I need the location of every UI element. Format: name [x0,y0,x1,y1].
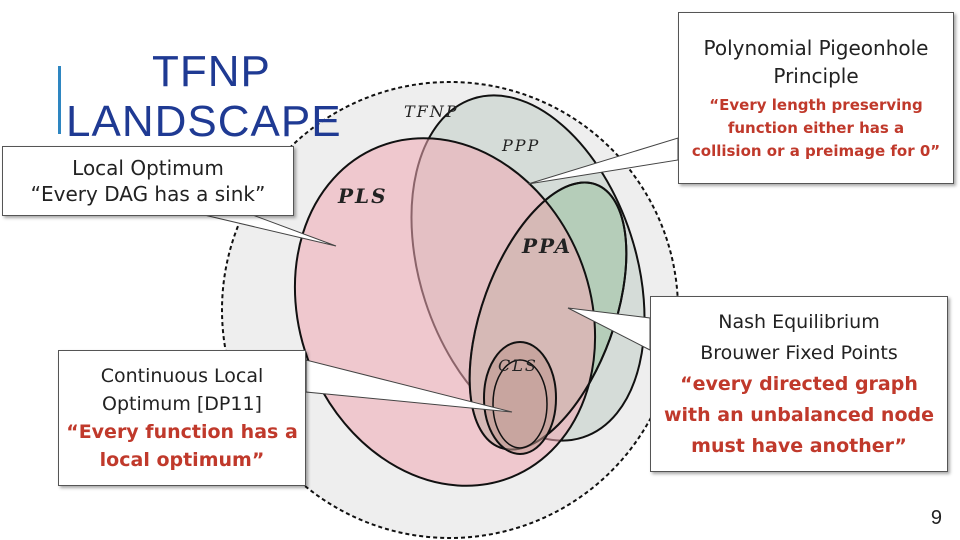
nash-quote-line1: “every directed graph [680,372,918,395]
continuous-title-line1: Continuous Local [100,365,264,387]
nash-title-line2: Brouwer Fixed Points [700,341,898,364]
continuous-pointer [305,359,513,413]
pigeonhole-quote-line1: “Every length preserving [709,95,923,114]
slide-title-line1: TFNP [152,47,271,96]
pigeonhole-title-line1: Polynomial Pigeonhole [703,35,929,60]
continuous-quote-line2: local optimum” [99,449,265,471]
pigeonhole-title-line2: Principle [773,63,859,88]
local-optimum-quote: “Every DAG has a sink” [30,182,266,206]
continuous-local-optimum-callout: Continuous Local Optimum [DP11] “Every f… [58,350,306,486]
ppp-label: PPP [502,136,541,155]
pigeonhole-callout: Polynomial Pigeonhole Principle “Every l… [678,12,954,184]
local-optimum-title: Local Optimum [72,156,224,180]
page-number: 9 [930,507,942,529]
pls-label: PLS [338,184,388,208]
tfnp-label: TFNP [404,102,459,121]
continuous-title-line2: Optimum [DP11] [102,393,262,415]
nash-quote-line3: must have another” [691,434,907,457]
nash-equilibrium-callout: Nash Equilibrium Brouwer Fixed Points “e… [650,296,948,472]
title-accent-bar [58,66,61,134]
pigeonhole-quote-line2: function either has a [727,118,905,137]
cls-label: CLS [498,356,538,375]
nash-title-line1: Nash Equilibrium [718,310,880,333]
ppa-set-outline [468,181,628,451]
ppa-label: PPA [522,234,573,258]
slide-title-line2: LANDSCAPE [66,100,342,144]
continuous-quote-line1: “Every function has a [66,421,298,443]
local-optimum-callout: Local Optimum “Every DAG has a sink” [2,146,294,216]
cls-inner-ring [492,359,548,449]
nash-quote-line2: with an unbalanced node [663,403,935,426]
pigeonhole-quote-line3: collision or a preimage for 0” [691,141,941,160]
